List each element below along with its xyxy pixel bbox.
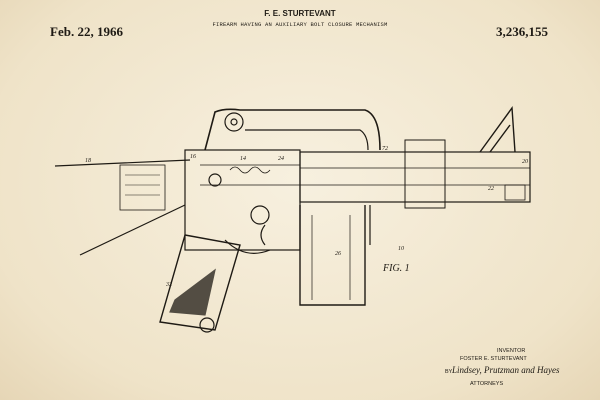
by-label: BY [445,369,453,375]
inventor-name: FOSTER E. STURTEVANT [460,356,527,362]
inventor-header: F. E. STURTEVANT [264,9,336,18]
ref-numeral: 26 [335,251,341,257]
patent-date: Feb. 22, 1966 [50,24,123,39]
ref-numeral: 22 [488,186,494,192]
attorney-signature: Lindsey, Prutzman and Hayes [452,365,560,375]
ref-numeral: 24 [278,155,284,162]
ref-numeral: 10 [398,246,404,252]
ref-numeral: 32 [165,282,172,288]
attorneys-label: ATTORNEYS [470,381,504,387]
ref-numeral: 72 [382,146,388,152]
figure-label: FIG. 1 [383,263,410,274]
ref-numeral: 14 [240,155,246,162]
ref-numeral: 20 [522,159,528,165]
ref-numeral: 16 [190,154,196,160]
inventor-label: INVENTOR [497,348,526,354]
ref-numeral: 18 [85,158,91,164]
patent-title: FIREARM HAVING AN AUXILIARY BOLT CLOSURE… [212,21,388,28]
patent-number: 3,236,155 [496,24,548,39]
